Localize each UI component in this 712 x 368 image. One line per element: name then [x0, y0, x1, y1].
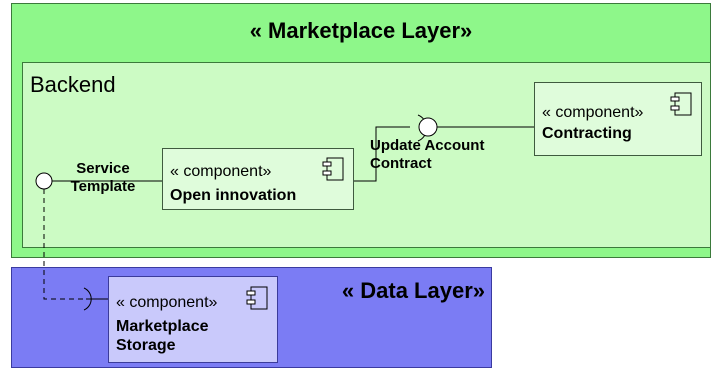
- component-icon: [322, 157, 344, 181]
- component-stereotype: « component»: [170, 163, 272, 180]
- data-layer-title: « Data Layer»: [341, 278, 485, 303]
- service-template-interface-icon: [35, 172, 53, 190]
- component-stereotype: « component»: [542, 104, 644, 121]
- component-stereotype: « component»: [116, 294, 218, 311]
- component-contracting[interactable]: « component» Contracting: [534, 82, 702, 156]
- backend-label: Backend: [30, 72, 116, 97]
- component-name: Open innovation: [170, 187, 297, 204]
- storage-socket-icon: [83, 287, 92, 311]
- storage-dependency-line: [43, 189, 86, 300]
- component-icon: [246, 286, 268, 310]
- component-marketplace-storage[interactable]: « component» Marketplace Storage: [108, 276, 278, 363]
- update-account-contract-label: Update Account Contract: [370, 137, 485, 172]
- open-innovation-connector: [354, 126, 410, 182]
- component-name: Marketplace Storage: [116, 318, 209, 354]
- service-template-label: Service Template: [70, 160, 136, 195]
- component-name: Contracting: [542, 125, 632, 142]
- component-open-innovation[interactable]: « component» Open innovation: [162, 148, 354, 210]
- marketplace-layer-title: « Marketplace Layer»: [249, 18, 473, 43]
- update-contract-interface-icon: [418, 117, 438, 137]
- component-icon: [670, 92, 692, 116]
